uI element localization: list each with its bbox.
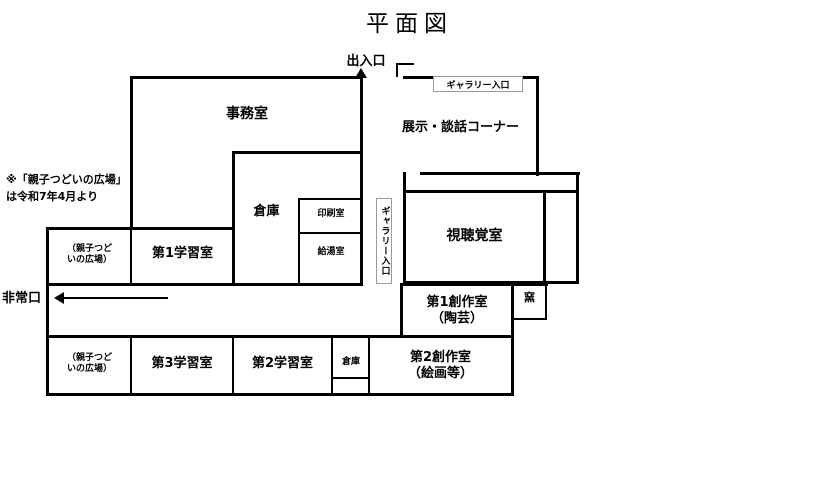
room-creation-2-label: 第2創作室 （絵画等）	[407, 350, 473, 381]
room-creation-1-label: 第1創作室 （陶芸）	[426, 295, 488, 326]
wall-av-room-bottom	[403, 281, 578, 284]
wall-storage-creation2-divider	[368, 335, 370, 393]
room-exhibition-corner-label: 展示・談話コーナー	[401, 120, 519, 136]
wall-exhibition-bottom	[420, 172, 580, 175]
wall-office-left	[130, 76, 133, 228]
room-plaza-lower-label: （親子つど いの広場）	[66, 353, 112, 374]
room-office: 事務室	[133, 100, 361, 128]
wall-storage-upper-left	[232, 151, 235, 283]
wall-av-room-top	[403, 190, 578, 193]
room-audio-visual-label: 視聴覚室	[446, 227, 503, 244]
emergency-exit-arrow-shaft	[64, 297, 168, 299]
wall-corridor-top	[46, 283, 363, 286]
room-print-label: 印刷室	[317, 208, 345, 219]
room-kiln-label: 窯	[524, 291, 535, 305]
room-storage-upper: 倉庫	[235, 202, 298, 222]
room-plaza-lower: （親子つど いの広場）	[49, 347, 130, 381]
wall-study3-study2-divider	[232, 335, 234, 393]
wall-kiln-right	[545, 283, 547, 320]
wall-plaza-lower-right	[130, 335, 132, 393]
plaza-note-text: ※「親子つどいの広場」 は令和7年4月より	[6, 173, 127, 203]
room-creation-1: 第1創作室 （陶芸）	[403, 293, 511, 329]
room-study-3: 第3学習室	[132, 353, 232, 375]
wall-building-bottom	[46, 393, 513, 396]
wall-av-room-right	[543, 190, 546, 284]
emergency-exit-label: 非常口	[2, 291, 42, 306]
wall-bottom-row-top	[46, 335, 513, 338]
wall-print-kitchenette-divider	[298, 232, 363, 234]
room-study-1: 第1学習室	[132, 243, 233, 265]
room-study-3-label: 第3学習室	[151, 356, 213, 372]
room-study-1-label: 第1学習室	[151, 246, 214, 262]
wall-av-annex-right	[576, 190, 579, 284]
entrance-arrow-head	[355, 68, 367, 78]
room-creation-2: 第2創作室 （絵画等）	[370, 348, 511, 384]
room-print: 印刷室	[300, 205, 362, 223]
wall-office-study1-divider	[46, 227, 235, 230]
room-storage-lower: 倉庫	[334, 353, 368, 371]
wall-study2-storage-divider	[331, 335, 333, 393]
gallery-entrance-middle-chip: ギャラリー入口	[376, 198, 392, 284]
room-study-2: 第2学習室	[234, 353, 331, 375]
wall-creation1-left	[400, 283, 403, 338]
wall-exhibition-annex-connector	[576, 172, 579, 193]
emergency-exit-arrow-head	[54, 292, 64, 304]
wall-storage-upper-right	[298, 198, 300, 283]
wall-entrance-stub-side	[396, 63, 398, 77]
gallery-entrance-top-label: ギャラリー入口	[446, 80, 510, 91]
room-storage-upper-label: 倉庫	[253, 204, 280, 220]
gallery-entrance-top-chip: ギャラリー入口	[433, 76, 523, 92]
wall-office-top	[130, 76, 363, 79]
wall-creation2-right	[511, 335, 514, 396]
room-study-2-label: 第2学習室	[251, 356, 314, 372]
wall-storage-lower-bottom	[333, 377, 370, 379]
wall-print-room-top	[298, 198, 363, 200]
room-kitchenette: 給湯室	[300, 243, 362, 261]
room-exhibition-corner: 展示・談話コーナー	[383, 116, 538, 140]
room-kiln: 窯	[514, 288, 545, 308]
page-title: 平面図	[366, 11, 453, 37]
room-kitchenette-label: 給湯室	[317, 246, 345, 257]
room-office-label: 事務室	[226, 105, 268, 122]
wall-gallery-passage-right	[403, 172, 406, 286]
wall-plaza-upper-right	[130, 227, 132, 283]
entrance-label: 出入口	[346, 54, 386, 69]
wall-kiln-bottom	[511, 318, 547, 320]
gallery-entrance-middle-label: ギャラリー入口	[379, 206, 390, 276]
wall-creation1-top	[400, 283, 513, 286]
wall-kiln-top	[511, 283, 548, 286]
wall-storage-upper-top	[232, 151, 363, 154]
room-storage-lower-label: 倉庫	[341, 356, 360, 367]
wall-plaza-upper-left	[46, 227, 49, 283]
wall-creation1-right	[511, 283, 514, 338]
wall-corridor-left-upper	[360, 76, 363, 283]
wall-exhibition-right	[536, 76, 539, 176]
room-audio-visual: 視聴覚室	[406, 224, 543, 248]
wall-building-left-lower	[46, 283, 49, 393]
wall-entrance-stub-top	[396, 63, 414, 65]
room-plaza-upper: （親子つど いの広場）	[49, 238, 130, 272]
room-plaza-upper-label: （親子つど いの広場）	[66, 244, 112, 265]
